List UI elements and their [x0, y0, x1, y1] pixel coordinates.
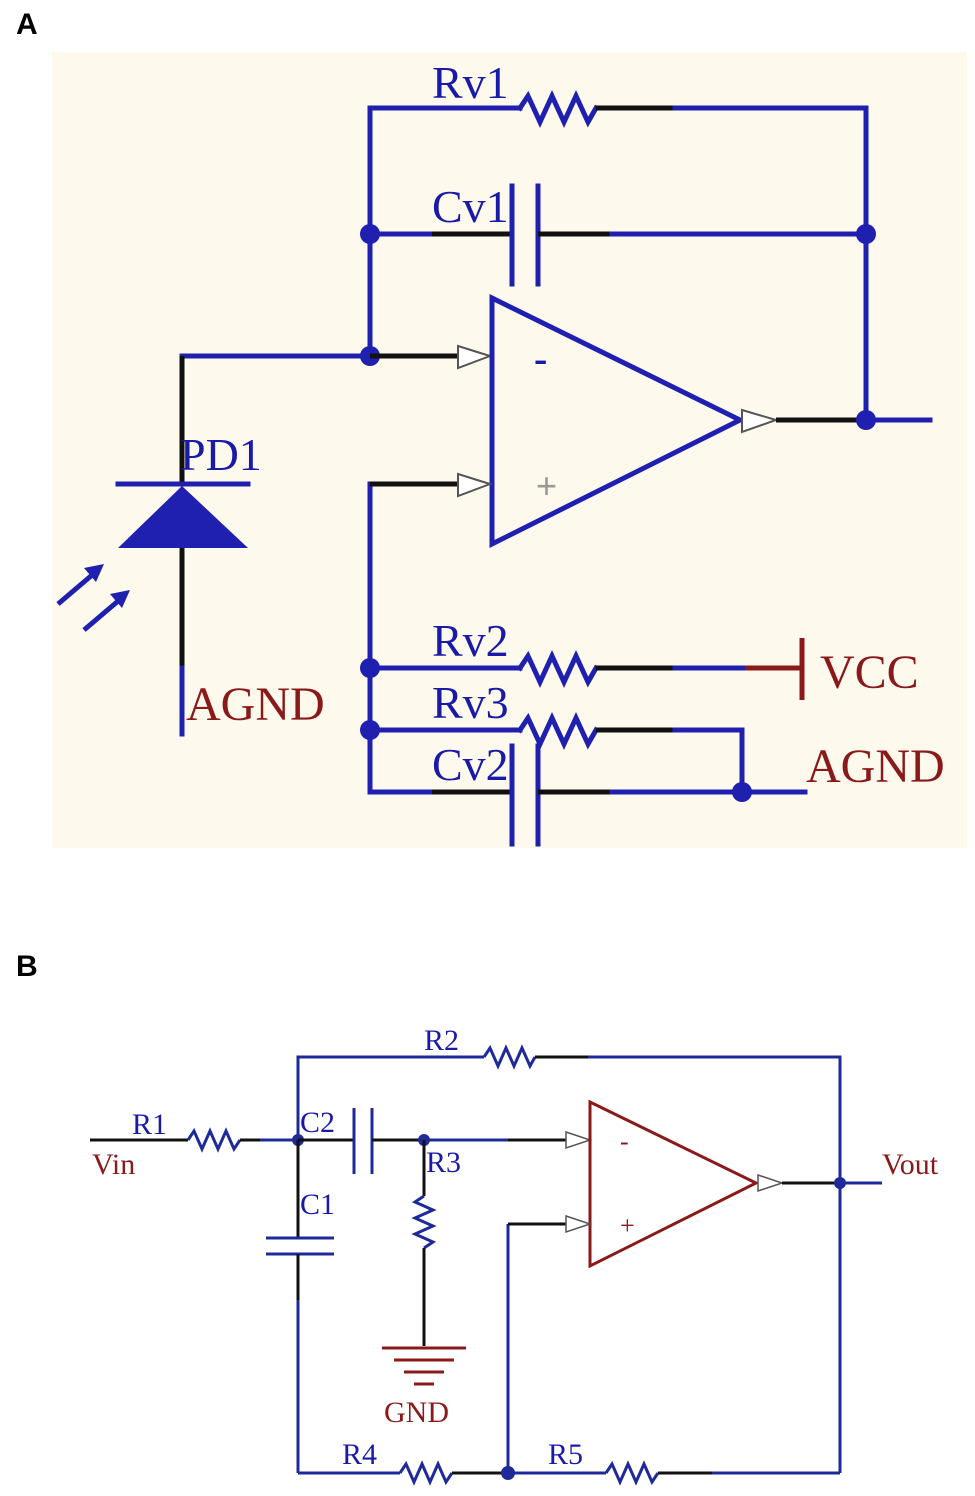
label-c1: C1	[300, 1188, 335, 1221]
resistor-r3	[411, 1140, 437, 1346]
label-rv3: Rv3	[432, 677, 509, 728]
resistor-r1	[90, 1127, 298, 1153]
panel-a-schematic: Rv1 Cv1 - +	[52, 52, 967, 848]
resistor-r5	[508, 1460, 840, 1486]
resistor-rv2	[367, 650, 748, 688]
label-rv1: Rv1	[432, 57, 509, 108]
label-vout: Vout	[882, 1148, 939, 1181]
label-r4: R4	[342, 1438, 377, 1471]
panel-b-letter: B	[16, 950, 38, 983]
op-amp-plus-sign: +	[620, 1211, 635, 1240]
resistor-r4	[298, 1460, 508, 1486]
label-agnd-left: AGND	[186, 678, 325, 731]
label-pd1: PD1	[180, 429, 262, 480]
label-r1: R1	[132, 1108, 167, 1141]
capacitor-cv1	[367, 183, 869, 287]
capacitor-c2	[298, 1108, 424, 1174]
label-cv1: Cv1	[432, 181, 509, 232]
op-amp-plus-sign: +	[536, 465, 557, 506]
panel-b-schematic: R2 R1 Vin C2 R3	[90, 1024, 939, 1486]
capacitor-cv2	[367, 743, 808, 847]
junction-node	[360, 658, 380, 678]
label-r3: R3	[426, 1146, 461, 1179]
pin-arrow	[565, 1214, 593, 1234]
label-cv2: Cv2	[432, 739, 509, 790]
resistor-rv3	[367, 712, 745, 795]
ground-symbol	[382, 1346, 466, 1386]
op-amp-minus-sign: -	[534, 336, 547, 381]
capacitor-c1	[266, 1140, 334, 1473]
resistor-r2	[296, 1044, 842, 1183]
op-amp-a: - +	[489, 293, 746, 549]
label-r2: R2	[424, 1024, 459, 1057]
junction-node	[360, 720, 380, 740]
op-amp-b: - +	[588, 1099, 760, 1269]
label-c2: C2	[300, 1106, 335, 1139]
pin-arrow	[565, 1130, 593, 1150]
label-vin: Vin	[92, 1148, 135, 1181]
junction-node	[856, 410, 876, 430]
junction-node	[732, 782, 752, 802]
op-amp-minus-sign: -	[620, 1127, 629, 1156]
resistor-rv1	[367, 90, 869, 237]
light-arrows-icon	[56, 564, 130, 632]
pin-arrow	[457, 344, 494, 370]
pin-arrow	[457, 472, 494, 498]
junction-node	[360, 224, 380, 244]
label-agnd-right: AGND	[806, 740, 945, 793]
junction-node	[856, 224, 876, 244]
label-rv2: Rv2	[432, 615, 509, 666]
vcc-symbol	[745, 638, 805, 700]
pin-arrow	[757, 1173, 785, 1193]
label-gnd: GND	[384, 1396, 449, 1429]
panel-a-letter: A	[16, 8, 38, 41]
label-r5: R5	[548, 1438, 583, 1471]
label-vcc: VCC	[820, 646, 919, 699]
photodiode-pd1	[115, 356, 251, 737]
pin-arrow	[741, 408, 780, 434]
